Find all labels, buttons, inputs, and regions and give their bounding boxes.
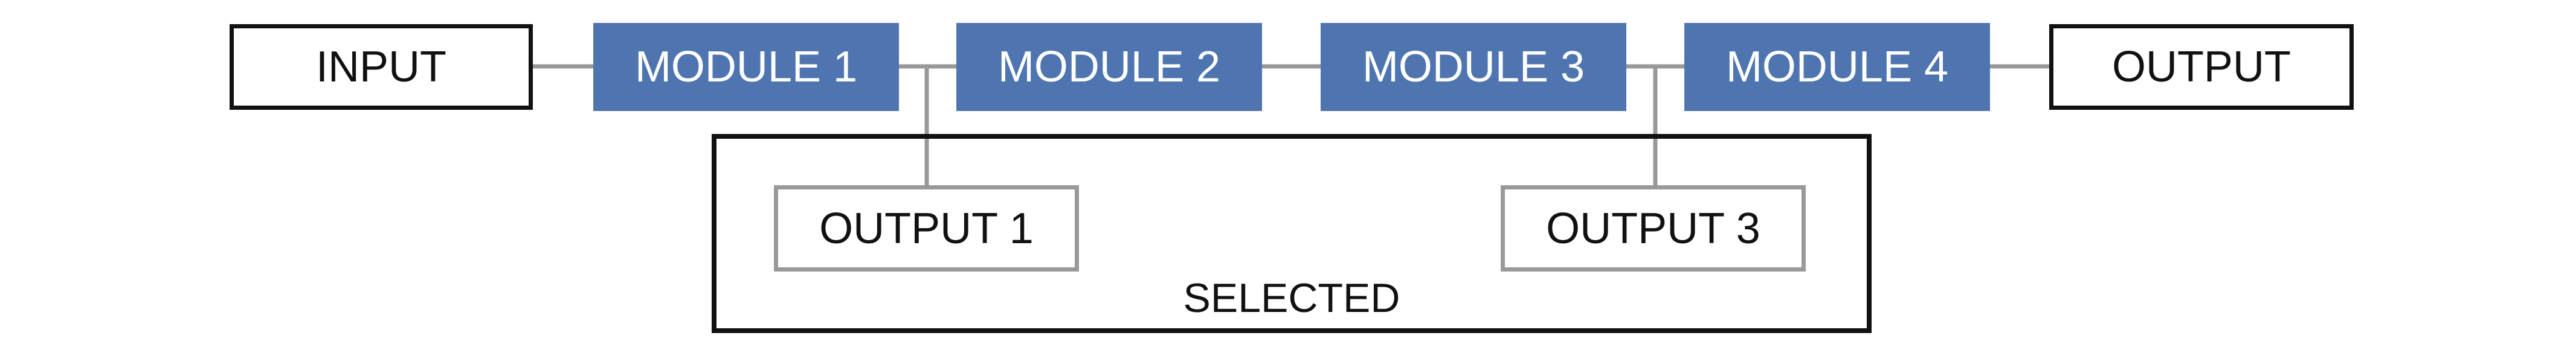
selected-group-box	[712, 134, 1872, 333]
module-2-node: MODULE 2	[956, 23, 1262, 111]
module-3-label: MODULE 3	[1362, 43, 1585, 91]
selected-group-label: SELECTED	[712, 278, 1872, 320]
module-2-label: MODULE 2	[997, 43, 1221, 91]
module-1-label: MODULE 1	[634, 43, 858, 91]
selected-group-label-text: SELECTED	[1183, 275, 1400, 321]
output-node-label: OUTPUT	[2112, 43, 2291, 91]
module-4-label: MODULE 4	[1725, 43, 1949, 91]
input-node-label: INPUT	[316, 43, 446, 91]
output-3-node: OUTPUT 3	[1501, 185, 1806, 272]
output-1-node: OUTPUT 1	[774, 185, 1079, 272]
module-3-node: MODULE 3	[1321, 23, 1626, 111]
output-node: OUTPUT	[2049, 24, 2354, 110]
output-1-label: OUTPUT 1	[819, 204, 1034, 253]
module-1-node: MODULE 1	[593, 23, 899, 111]
module-4-node: MODULE 4	[1684, 23, 1990, 111]
output-3-label: OUTPUT 3	[1546, 204, 1760, 253]
input-node: INPUT	[230, 24, 533, 110]
